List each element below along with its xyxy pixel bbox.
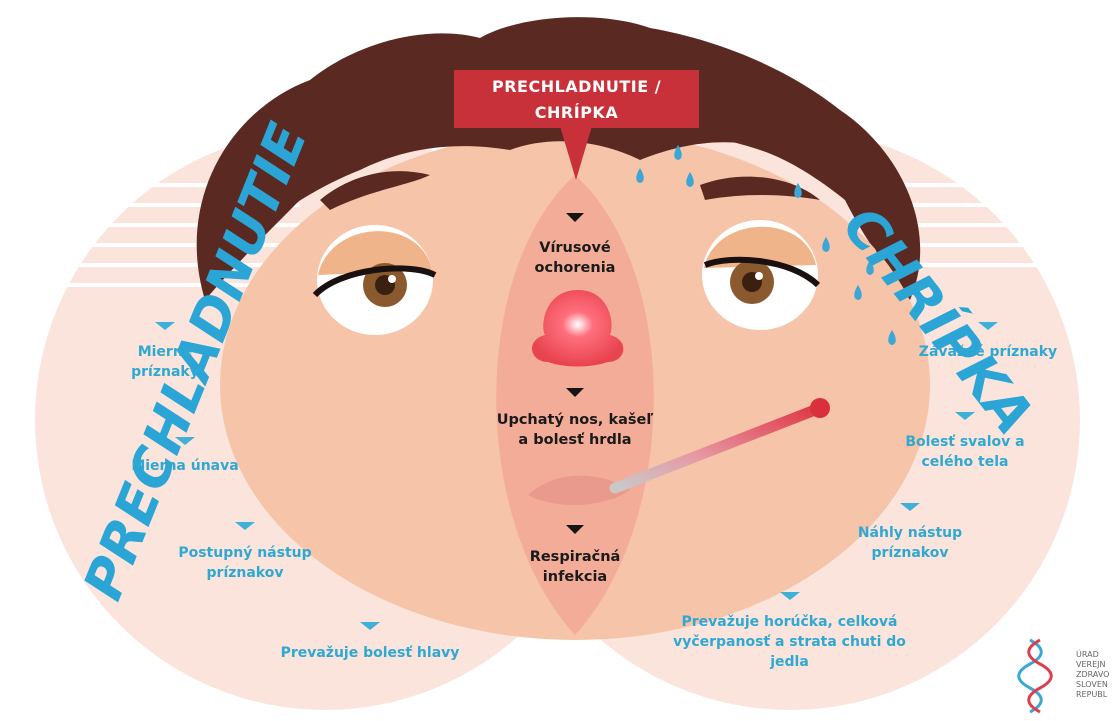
left-item-4: Prevažuje bolesť hlavy	[265, 643, 475, 663]
arrow-down-icon	[360, 622, 380, 630]
left-item-1: Mierne príznaky	[105, 342, 225, 382]
center-item-2: Upchatý nos, kašeľ a bolesť hrdla	[490, 410, 660, 450]
logo-text: ÚRAD VEREJN ZDRAVO SLOVEN REPUBL	[1076, 650, 1109, 700]
arrow-down-icon	[566, 213, 584, 222]
right-item-4: Prevažuje horúčka, celková vyčerpanosť a…	[662, 612, 917, 672]
left-item-2: Mierna únava	[110, 456, 260, 476]
arrow-down-icon	[978, 322, 998, 330]
center-item-3: Respiračná infekcia	[515, 547, 635, 587]
left-item-3: Postupný nástup príznakov	[170, 543, 320, 583]
arrow-down-icon	[780, 592, 800, 600]
arrow-down-icon	[900, 503, 920, 511]
title-banner: PRECHLADNUTIE / CHRÍPKA	[454, 70, 699, 128]
right-item-3: Náhly nástup príznakov	[840, 523, 980, 563]
arrow-down-icon	[566, 388, 584, 397]
arrow-down-icon	[175, 437, 195, 445]
right-item-2: Bolesť svalov a celého tela	[895, 432, 1035, 472]
right-item-1: Závažné príznaky	[918, 342, 1058, 362]
arrow-down-icon	[235, 522, 255, 530]
arrow-down-icon	[155, 322, 175, 330]
arrow-down-icon	[955, 412, 975, 420]
arrow-down-icon	[566, 525, 584, 534]
banner-line-1: PRECHLADNUTIE /	[454, 74, 699, 100]
banner-line-2: CHRÍPKA	[454, 100, 699, 126]
center-item-1: Vírusové ochorenia	[510, 238, 640, 278]
